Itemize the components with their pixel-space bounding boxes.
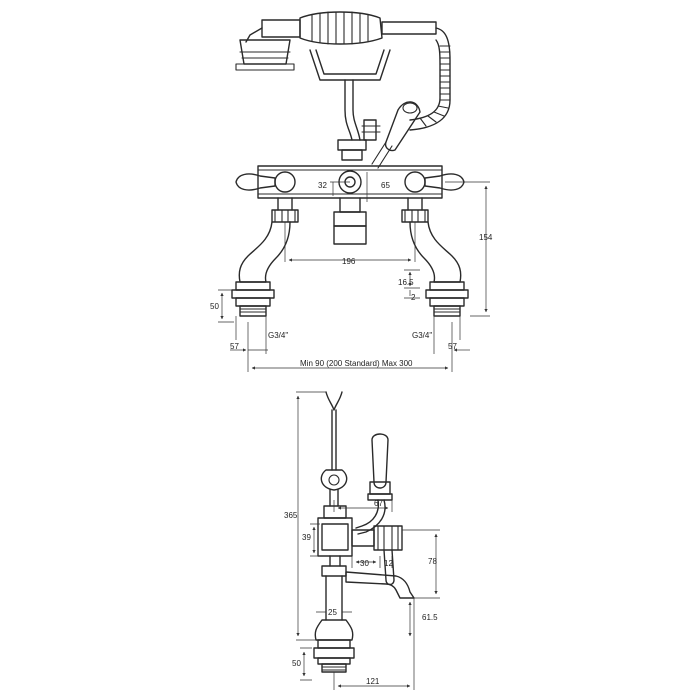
dim-61-5: 61.5 (422, 613, 438, 622)
dim-25: 25 (328, 608, 337, 617)
bath-spout (333, 197, 367, 245)
front-view: 32 65 196 154 16.5 2 50 G3/4" G3/4" 57 5… (210, 11, 493, 372)
dim-196: 196 (342, 257, 356, 266)
dim-78: 78 (428, 557, 437, 566)
dim-121: 121 (366, 677, 380, 686)
union-nut-left (271, 197, 299, 223)
dim-365: 365 (284, 511, 298, 520)
leg-right (409, 221, 462, 283)
side-pillar (314, 575, 354, 641)
front-dimensions (218, 172, 490, 372)
thread-label-left: G3/4" (268, 331, 288, 340)
thread-label-right: G3/4" (412, 331, 432, 340)
dim-12: 12 (384, 559, 393, 568)
side-dimensions (296, 391, 440, 690)
centres-label: Min 90 (200 Standard) Max 300 (300, 359, 413, 368)
diverter-valve (337, 119, 381, 161)
dim-2: 2 (411, 293, 416, 302)
leg-left (238, 221, 291, 283)
dim-67: 67 (374, 499, 383, 508)
dim-50-side: 50 (292, 659, 301, 668)
dim-30: 30 (360, 559, 369, 568)
shower-handset (235, 11, 437, 71)
dim-154: 154 (479, 233, 493, 242)
dim-16-5: 16.5 (398, 278, 414, 287)
dim-32: 32 (318, 181, 327, 190)
side-spout (321, 555, 415, 599)
side-cradle (320, 391, 348, 507)
shank-right (425, 281, 469, 317)
dim-50-front: 50 (210, 302, 219, 311)
shank-left (231, 281, 275, 317)
shower-hose (409, 27, 451, 131)
dim-57-left: 57 (230, 342, 239, 351)
dim-65: 65 (381, 181, 390, 190)
side-shank (313, 639, 355, 673)
handset-cradle (309, 49, 391, 141)
side-lever-handle (355, 433, 393, 535)
diverter-lever (371, 101, 421, 169)
side-valve-body (317, 505, 403, 557)
side-view: 365 67 39 30 12 78 25 61.5 50 121 (284, 391, 440, 690)
lever-handle-left (235, 173, 276, 191)
dim-57-right: 57 (448, 342, 457, 351)
dim-39: 39 (302, 533, 311, 542)
union-nut-right (401, 197, 429, 223)
